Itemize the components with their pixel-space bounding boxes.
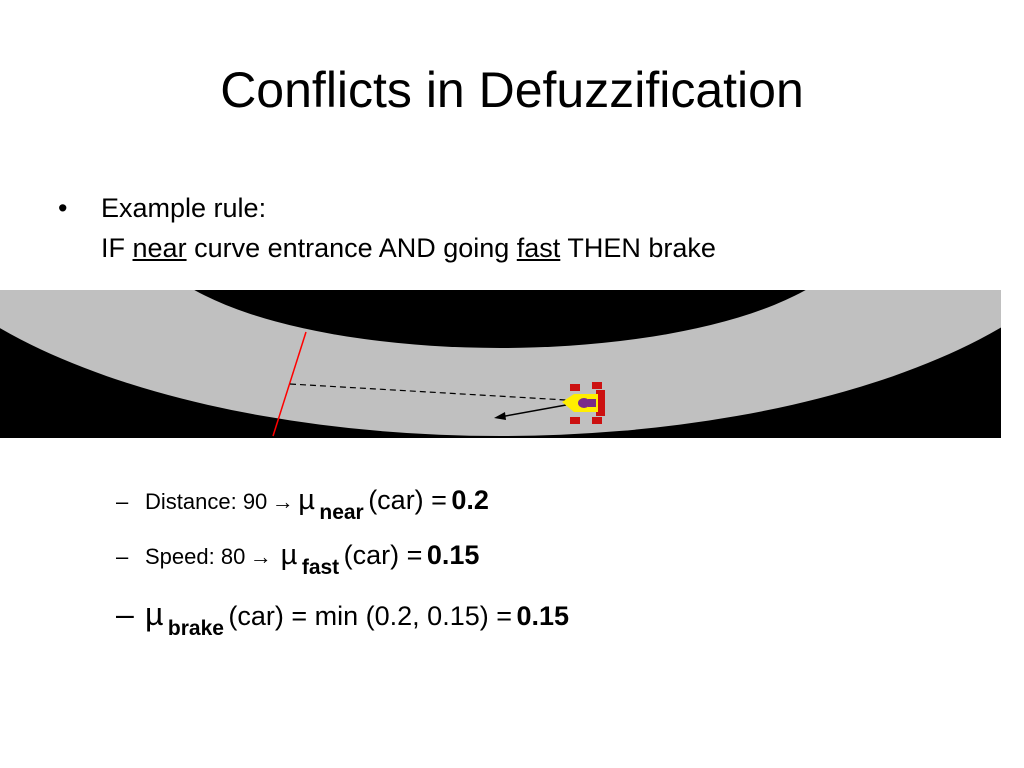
brake-value: 0.15 xyxy=(516,601,570,631)
distance-expression: (car) = xyxy=(368,485,447,515)
rule-fast: fast xyxy=(516,233,561,263)
sub-dash: – xyxy=(116,544,129,569)
distance-dashed-line xyxy=(289,383,567,401)
motion-arrow-head xyxy=(494,412,506,420)
rule-end: THEN brake xyxy=(567,233,716,263)
mu-subscript-near: near xyxy=(319,501,364,524)
mu-symbol: µ xyxy=(145,596,164,632)
bullet-marker: • xyxy=(58,193,68,223)
rule-statement: IF near curve entrance AND going fast TH… xyxy=(101,228,716,268)
curve-entrance-line xyxy=(272,331,307,437)
mu-symbol: µ xyxy=(280,539,298,571)
sub-dash: – xyxy=(116,596,134,632)
near-value: 0.2 xyxy=(451,485,489,515)
arrow-icon: → xyxy=(271,489,294,514)
race-car-icon xyxy=(562,382,605,424)
fast-value: 0.15 xyxy=(426,540,480,570)
rule-mid: curve entrance AND going xyxy=(194,233,510,263)
motion-arrow-shaft xyxy=(499,404,567,418)
road-outer xyxy=(0,290,1001,436)
brake-line: –µ brake (car) = min (0.2, 0.15) = 0.15 xyxy=(116,596,570,640)
rule-near: near xyxy=(132,233,187,263)
mu-subscript-fast: fast xyxy=(301,556,340,579)
distance-line: –Distance: 90 → µ near (car) = 0.2 xyxy=(116,484,489,524)
track-figure xyxy=(0,290,1001,438)
mu-symbol: µ xyxy=(298,484,315,516)
speed-label: Speed: 80 xyxy=(145,544,246,569)
sub-dash: – xyxy=(116,489,129,514)
speed-line: –Speed: 80 → µ fast (car) = 0.15 xyxy=(116,539,480,579)
example-rule-text: Example rule: IF near curve entrance AND… xyxy=(101,188,716,268)
distance-label: Distance: 90 xyxy=(145,489,268,514)
arrow-icon: → xyxy=(249,544,272,569)
road-inner xyxy=(194,290,806,348)
slide-title: Conflicts in Defuzzification xyxy=(220,62,804,118)
speed-expression: (car) = xyxy=(343,540,423,570)
brake-expression: (car) = min (0.2, 0.15) = xyxy=(228,601,512,631)
example-rule-bullet: • Example rule: IF near curve entrance A… xyxy=(58,188,716,268)
rule-if: IF xyxy=(101,233,125,263)
mu-subscript-brake: brake xyxy=(167,617,224,640)
example-rule-heading: Example rule: xyxy=(101,193,267,223)
